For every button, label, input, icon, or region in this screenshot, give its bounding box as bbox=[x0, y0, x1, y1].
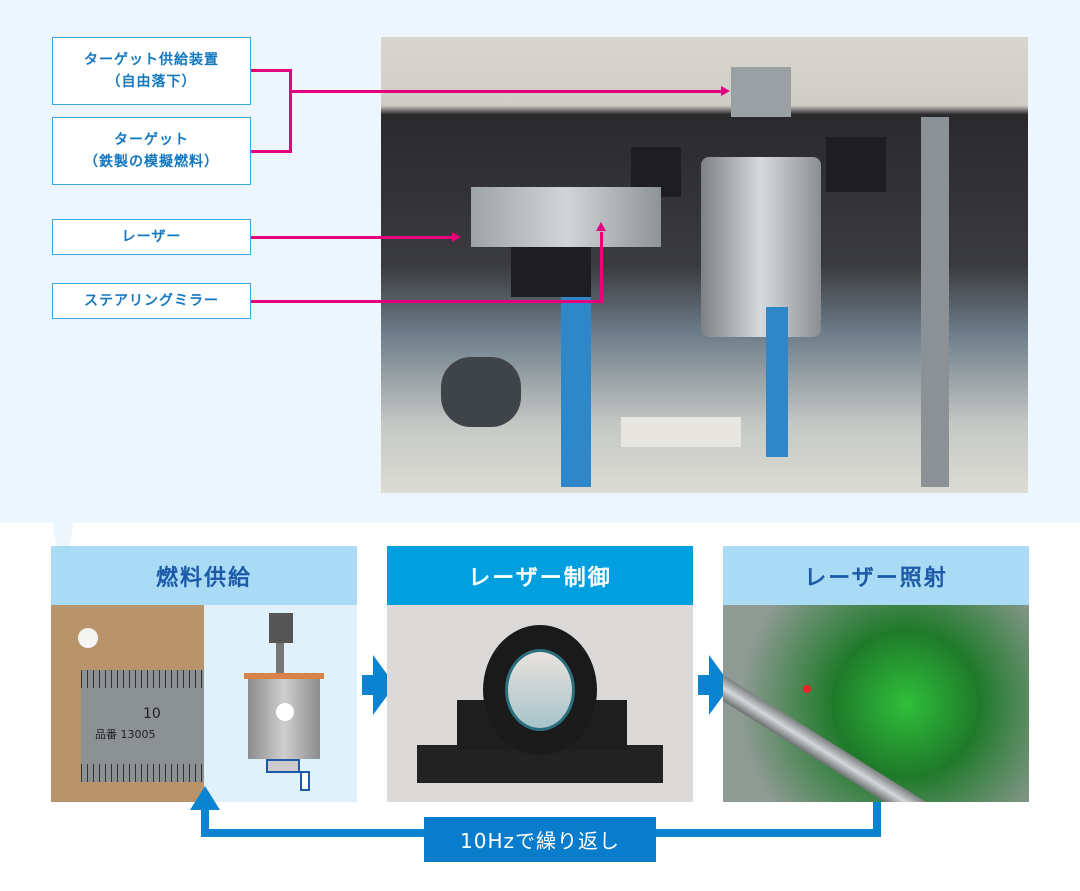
step-laser-control: レーザー制御 bbox=[387, 546, 693, 802]
label-steering-mirror: ステアリングミラー bbox=[52, 283, 251, 319]
chamber-diagram bbox=[204, 605, 357, 802]
label-text: ターゲット供給装置 bbox=[84, 52, 219, 68]
step-title: レーザー制御 bbox=[387, 546, 693, 605]
ruler-photo: 10 品番 13005 bbox=[51, 605, 204, 802]
step-title: レーザー照射 bbox=[723, 546, 1029, 605]
label-text: レーザー bbox=[121, 229, 182, 245]
step-fuel-supply: 燃料供給 10 品番 13005 bbox=[51, 546, 357, 802]
laser-table-photo bbox=[723, 605, 1029, 802]
label-text: （鉄製の模擬燃料） bbox=[84, 154, 219, 170]
loop-label: 10Hzで繰り返し bbox=[424, 817, 656, 862]
label-target-supply: ターゲット供給装置 （自由落下） bbox=[52, 37, 251, 105]
step-laser-irradiation: レーザー照射 bbox=[723, 546, 1029, 802]
mirror-mount-photo bbox=[387, 605, 693, 802]
experiment-apparatus-photo bbox=[381, 37, 1028, 493]
fuel-pellet bbox=[78, 628, 98, 648]
label-target: ターゲット （鉄製の模擬燃料） bbox=[52, 117, 251, 185]
label-text: ステアリングミラー bbox=[84, 293, 219, 309]
label-laser: レーザー bbox=[52, 219, 251, 255]
step-title: 燃料供給 bbox=[51, 546, 357, 605]
arrow-up-icon bbox=[190, 786, 220, 810]
ruler-number: 10 bbox=[143, 706, 161, 722]
ruler-text: 品番 13005 bbox=[95, 728, 156, 741]
label-text: （自由落下） bbox=[106, 74, 197, 90]
ruler: 10 品番 13005 bbox=[81, 670, 204, 782]
label-text: ターゲット bbox=[114, 132, 189, 148]
